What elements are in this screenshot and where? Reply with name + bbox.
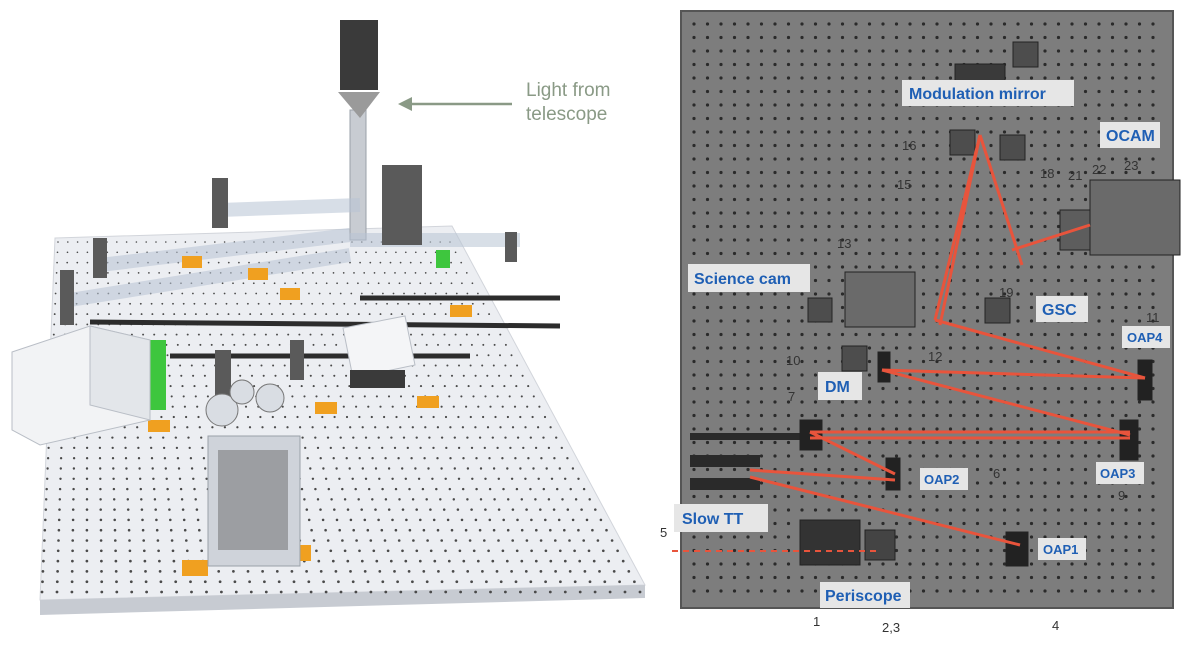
label-oap1: OAP1 <box>1038 538 1086 560</box>
callout-18: 18 <box>1040 166 1054 181</box>
label-oap4: OAP4 <box>1122 326 1170 348</box>
callout-9: 9 <box>1118 488 1125 503</box>
lower-stand <box>205 379 301 567</box>
oap3-label: OAP3 <box>1100 466 1135 481</box>
label-science-cam: Science cam <box>688 264 810 292</box>
callout-13: 13 <box>837 236 851 251</box>
label-modulation-mirror: Modulation mirror <box>902 80 1074 106</box>
label-dm: DM <box>818 372 862 400</box>
label-oap3: OAP3 <box>1096 462 1144 484</box>
number-callouts: 1 2,3 4 5 6 7 9 10 11 12 13 15 16 18 19 … <box>660 138 1160 635</box>
gsc-label: GSC <box>1042 302 1077 319</box>
callout-10: 10 <box>786 353 800 368</box>
callout-22: 22 <box>1092 162 1106 177</box>
callout-23: 23 <box>1124 158 1138 173</box>
callout-21: 21 <box>1068 168 1082 183</box>
periscope-mirror <box>338 92 380 118</box>
callout-1: 1 <box>813 614 820 629</box>
callout-15: 15 <box>897 177 911 192</box>
top-components <box>799 41 1181 567</box>
light-arrow <box>398 97 512 111</box>
label-ocam: OCAM <box>1100 122 1160 148</box>
callout-12: 12 <box>928 349 942 364</box>
oap4-label: OAP4 <box>1127 330 1163 345</box>
bench-top-view: Modulation mirror OCAM Science cam GSC O… <box>650 0 1196 640</box>
modulation-mirror-label: Modulation mirror <box>909 86 1046 103</box>
label-periscope: Periscope <box>820 582 910 608</box>
label-gsc: GSC <box>1036 296 1088 322</box>
callout-11: 11 <box>1146 310 1160 325</box>
beam-paths <box>749 134 1146 547</box>
periscope-head <box>340 20 378 90</box>
label-oap2: OAP2 <box>920 468 968 490</box>
beam-paths-3d <box>68 198 520 307</box>
dm-label: DM <box>825 379 850 396</box>
oap1-label: OAP1 <box>1043 542 1078 557</box>
oap2-label: OAP2 <box>924 472 959 487</box>
callout-5: 5 <box>660 525 667 540</box>
callout-6: 6 <box>993 466 1000 481</box>
periscope-post <box>349 109 367 241</box>
periscope-label: Periscope <box>825 588 902 605</box>
label-slow-tt: Slow TT <box>674 504 768 532</box>
camera-box-left <box>11 325 151 446</box>
science-cam-label: Science cam <box>694 271 791 288</box>
callout-7: 7 <box>788 389 795 404</box>
callout-4: 4 <box>1052 618 1059 633</box>
slow-tt-label: Slow TT <box>682 511 744 528</box>
camera-box-right <box>342 315 416 388</box>
callout-19: 19 <box>999 285 1013 300</box>
callout-16: 16 <box>902 138 916 153</box>
top-rails <box>690 433 820 490</box>
breadboard-front-edge <box>40 585 645 615</box>
top-view-svg: Modulation mirror OCAM Science cam GSC O… <box>660 10 1181 635</box>
ocam-label: OCAM <box>1106 128 1155 145</box>
callout-2-3: 2,3 <box>882 620 900 635</box>
